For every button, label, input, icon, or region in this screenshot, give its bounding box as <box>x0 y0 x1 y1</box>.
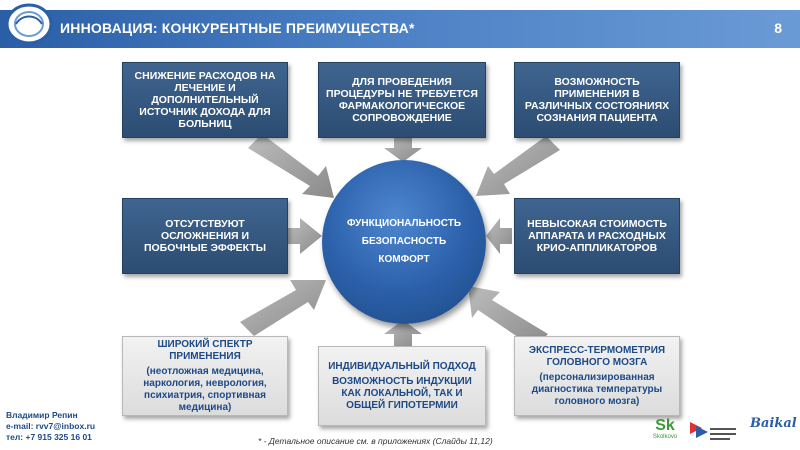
skolkovo-mark: Sk <box>655 417 675 434</box>
arrow-top-right <box>476 136 560 196</box>
arrow-mid-left <box>288 218 322 254</box>
advantage-individual-approach: ИНДИВИДУАЛЬНЫЙ ПОДХОД ВОЗМОЖНОСТЬ ИНДУКЦ… <box>318 346 486 426</box>
advantage-individual-approach-title: ИНДИВИДУАЛЬНЫЙ ПОДХОД <box>328 360 476 372</box>
arrow-top-center <box>384 136 422 162</box>
advantage-express-thermometry-title: ЭКСПРЕСС-ТЕРМОМЕТРИЯ ГОЛОВНОГО МОЗГА <box>528 344 666 368</box>
advantage-cost-reduction: СНИЖЕНИЕ РАСХОДОВ НА ЛЕЧЕНИЕ И ДОПОЛНИТЕ… <box>122 62 288 138</box>
arrow-bottom-right <box>468 286 548 348</box>
author-phone: тел: +7 915 325 16 01 <box>6 432 92 442</box>
advantage-low-cost-text: НЕВЫСОКАЯ СТОИМОСТЬ АППАРАТА И РАСХОДНЫХ… <box>527 218 667 254</box>
arrow-bottom-center <box>384 320 422 346</box>
advantage-individual-approach-sub: ВОЗМОЖНОСТЬ ИНДУКЦИИ КАК ЛОКАЛЬНОЙ, ТАК … <box>332 375 472 411</box>
advantage-no-pharmacology-text: ДЛЯ ПРОВЕДЕНИЯ ПРОЦЕДУРЫ НЕ ТРЕБУЕТСЯ ФА… <box>326 76 478 124</box>
author-name: Владимир Репин <box>6 410 78 420</box>
page-number: 8 <box>774 20 782 36</box>
brand-logo-icon <box>5 3 53 45</box>
core-value-functionality: ФУНКЦИОНАЛЬНОСТЬ <box>347 218 462 229</box>
advantage-cost-reduction-text: СНИЖЕНИЕ РАСХОДОВ НА ЛЕЧЕНИЕ И ДОПОЛНИТЕ… <box>134 70 276 130</box>
author-email: e-mail: rvv7@inbox.ru <box>6 421 96 431</box>
advantage-wide-spectrum: ШИРОКИЙ СПЕКТР ПРИМЕНЕНИЯ (неотложная ме… <box>122 336 288 416</box>
advantage-low-cost: НЕВЫСОКАЯ СТОИМОСТЬ АППАРАТА И РАСХОДНЫХ… <box>514 198 680 274</box>
advantage-consciousness-states: ВОЗМОЖНОСТЬ ПРИМЕНЕНИЯ В РАЗЛИЧНЫХ СОСТО… <box>514 62 680 138</box>
advantage-express-thermometry: ЭКСПРЕСС-ТЕРМОМЕТРИЯ ГОЛОВНОГО МОЗГА (пе… <box>514 336 680 416</box>
slide-title: ИННОВАЦИЯ: КОНКУРЕНТНЫЕ ПРЕИМУЩЕСТВА* <box>60 20 415 36</box>
core-value-comfort: КОМФОРТ <box>378 254 430 265</box>
author-contacts: Владимир Репин e-mail: rvv7@inbox.ru тел… <box>6 410 95 443</box>
arrow-top-left <box>248 134 334 198</box>
footnote: * - Детальное описание см. в приложениях… <box>258 436 493 446</box>
advantage-no-pharmacology: ДЛЯ ПРОВЕДЕНИЯ ПРОЦЕДУРЫ НЕ ТРЕБУЕТСЯ ФА… <box>318 62 486 138</box>
skolkovo-text: Skolkovo <box>652 434 678 440</box>
advantage-express-thermometry-sub: (персонализированная диагностика темпера… <box>531 371 663 407</box>
baikal-logo: Baikal <box>750 416 797 431</box>
skolkovo-logo: Sk Skolkovo <box>650 418 680 446</box>
agency-logo-icon <box>690 422 736 440</box>
header-bar: ИННОВАЦИЯ: КОНКУРЕНТНЫЕ ПРЕИМУЩЕСТВА* 8 <box>0 10 800 48</box>
core-values-circle: ФУНКЦИОНАЛЬНОСТЬ БЕЗОПАСНОСТЬ КОМФОРТ <box>322 160 486 324</box>
advantage-no-complications: ОТСУТСТВУЮТ ОСЛОЖНЕНИЯ И ПОБОЧНЫЕ ЭФФЕКТ… <box>122 198 288 274</box>
advantage-no-complications-text: ОТСУТСТВУЮТ ОСЛОЖНЕНИЯ И ПОБОЧНЫЕ ЭФФЕКТ… <box>143 218 267 254</box>
advantage-consciousness-states-text: ВОЗМОЖНОСТЬ ПРИМЕНЕНИЯ В РАЗЛИЧНЫХ СОСТО… <box>524 76 670 124</box>
advantage-wide-spectrum-sub: (неотложная медицина, наркология, неврол… <box>143 365 267 413</box>
core-value-safety: БЕЗОПАСНОСТЬ <box>361 236 447 247</box>
advantage-wide-spectrum-title: ШИРОКИЙ СПЕКТР ПРИМЕНЕНИЯ <box>157 338 253 362</box>
arrow-mid-right <box>486 218 512 254</box>
arrow-bottom-left <box>240 280 326 336</box>
